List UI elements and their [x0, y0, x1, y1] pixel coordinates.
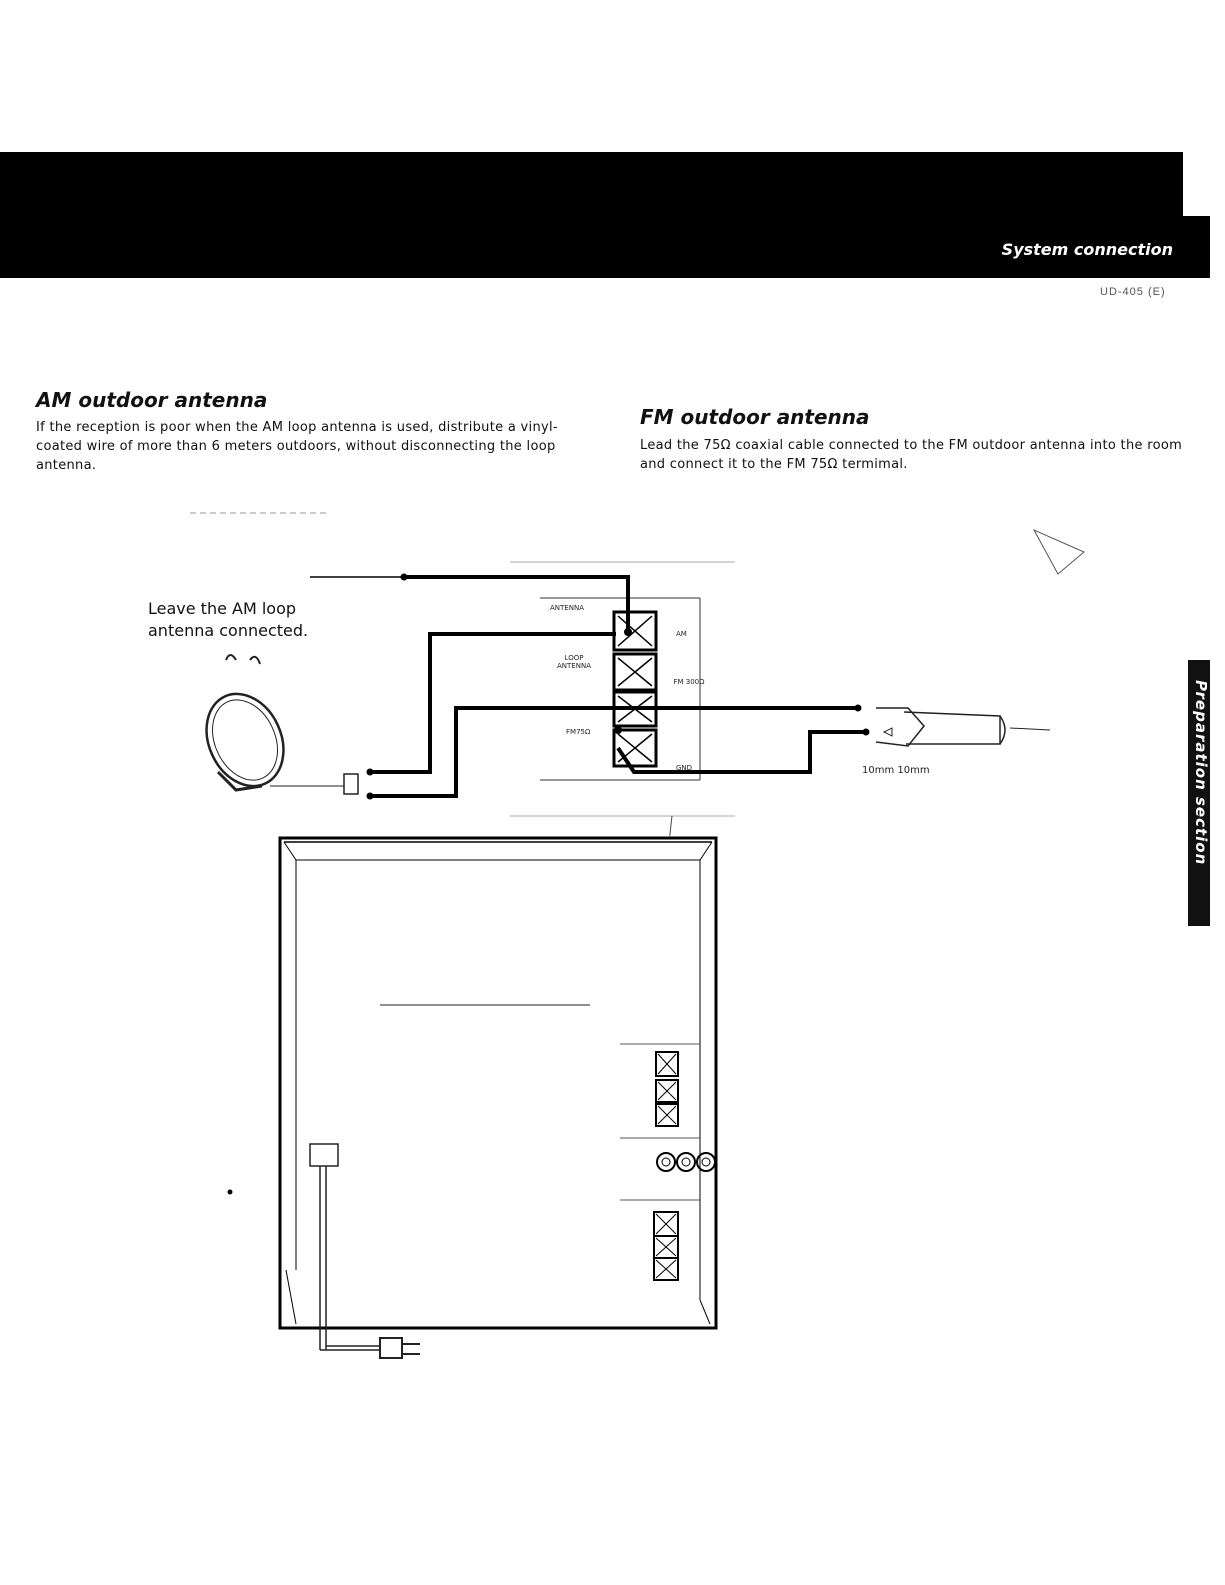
panel-am-label: AM: [676, 630, 687, 638]
power-cord: [309, 1143, 420, 1359]
receiver-rear-panel: [278, 836, 718, 1330]
antenna-wires: [370, 575, 866, 798]
panel-fm300-label: FM 300Ω: [673, 678, 705, 686]
am-loop-antenna: [205, 654, 359, 795]
panel-loop-label: LOOP ANTENNA: [557, 654, 591, 670]
loop-wire-1: [370, 632, 616, 774]
header-bar: [0, 152, 1210, 278]
panel-fm75-label: FM75Ω: [566, 728, 591, 736]
panel-antenna-label: ANTENNA: [550, 604, 584, 612]
section-title: System connection: [1001, 240, 1173, 259]
terminal-am: [612, 610, 658, 652]
receiver-antenna-terminals: [655, 1051, 679, 1127]
page-number-notch: [1183, 152, 1210, 216]
terminal-loop: [612, 652, 658, 692]
fm-body: Lead the 75Ω coaxial cable connected to …: [640, 438, 1183, 472]
receiver-speaker-terminals: [653, 1211, 679, 1281]
loop-antenna-note: Leave the AM loop antenna connected.: [148, 599, 309, 640]
am-heading: AM outdoor antenna: [36, 388, 268, 412]
coaxial-cable: [875, 707, 1051, 747]
model-code: UD-405 (E): [1100, 286, 1166, 298]
receiver-rca-jacks: [656, 1152, 716, 1172]
am-body: If the reception is poor when the AM loo…: [36, 420, 558, 473]
fm-coax-wire: [616, 730, 866, 774]
strip-dimension-label: 10mm 10mm: [862, 765, 930, 776]
am-outdoor-wire: [404, 575, 630, 632]
outdoor-antenna-arrow: [1032, 528, 1085, 575]
loop-wire-2: [370, 706, 858, 798]
page-number: 9: [1186, 222, 1203, 250]
side-tab-label: Preparation section: [1192, 680, 1210, 866]
antenna-terminal-panel: [540, 597, 701, 781]
fm-heading: FM outdoor antenna: [640, 405, 870, 429]
side-tab: [1188, 660, 1210, 926]
terminal-fm75: [612, 728, 658, 768]
panel-gnd-label: GND: [676, 764, 693, 772]
